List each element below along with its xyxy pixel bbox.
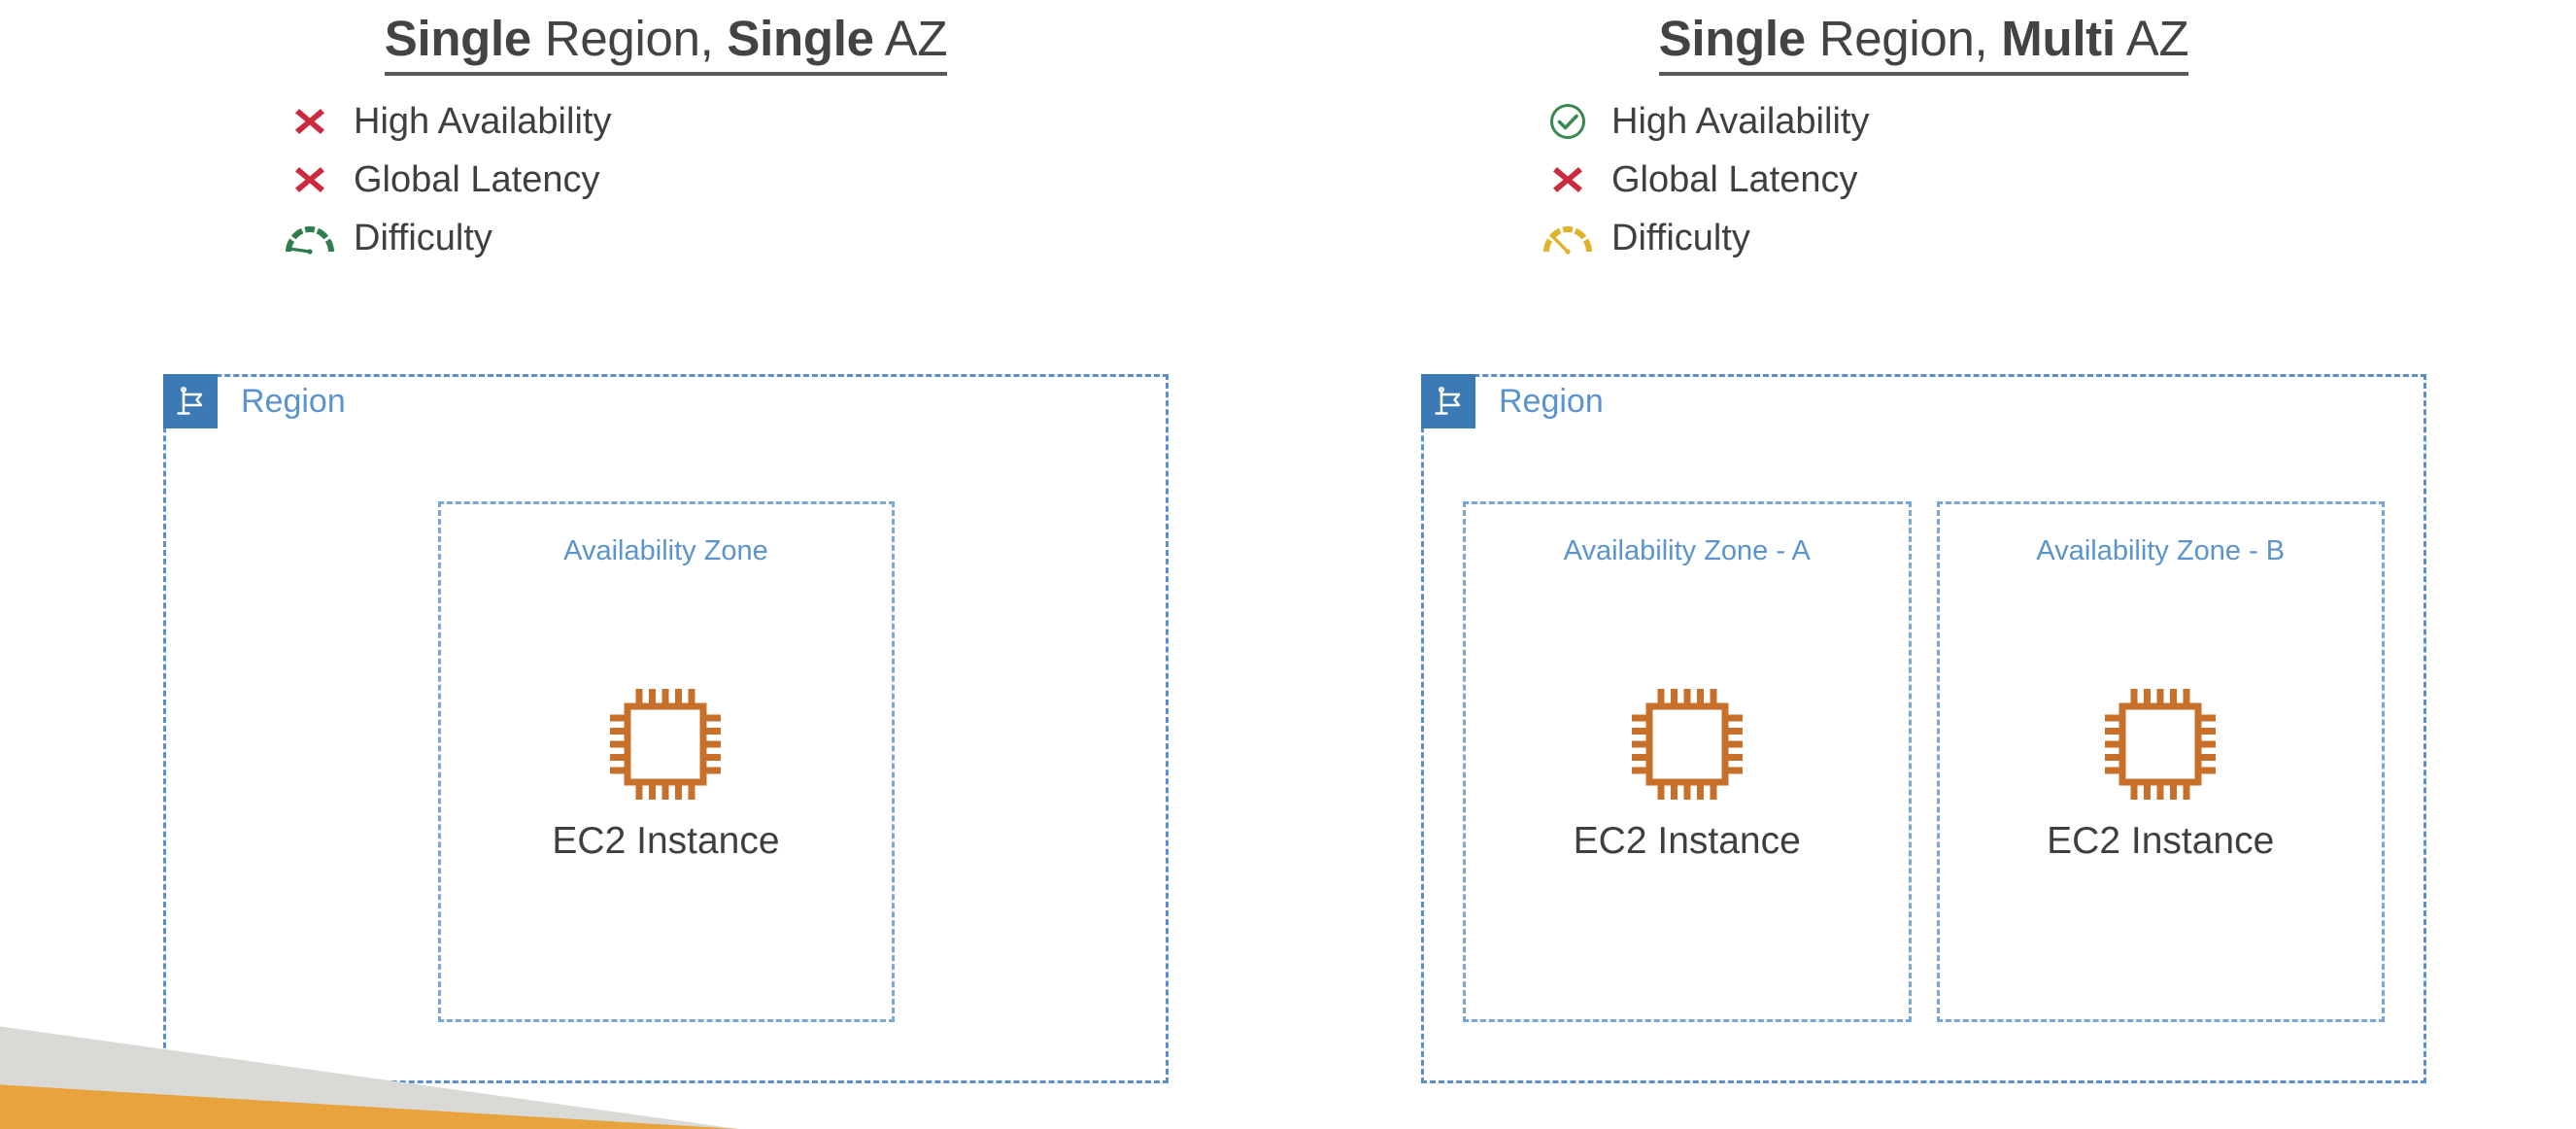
region-header-right: Region bbox=[1421, 374, 1604, 428]
feature-row-global-latency: Global Latency bbox=[280, 158, 1169, 201]
ec2-instance-label: EC2 Instance bbox=[552, 819, 780, 862]
gauge-green-icon bbox=[280, 217, 340, 259]
title-part-1: Single bbox=[384, 11, 532, 66]
availability-zone-label: Availability Zone - B bbox=[2036, 535, 2286, 566]
gauge-yellow-icon bbox=[1538, 217, 1598, 259]
feature-label: Difficulty bbox=[354, 218, 492, 258]
flag-icon bbox=[163, 374, 218, 428]
availability-zone-box: Availability Zone bbox=[437, 501, 895, 1022]
cross-icon bbox=[280, 158, 340, 201]
availability-zone-box: Availability Zone - A bbox=[1463, 501, 1912, 1022]
feature-row-difficulty: Difficulty bbox=[1538, 217, 2426, 259]
availability-zone-label: Availability Zone - A bbox=[1563, 535, 1811, 566]
feature-label: High Availability bbox=[354, 101, 612, 142]
region-label: Region bbox=[1499, 383, 1604, 420]
availability-zone-body: EC2 Instance bbox=[1574, 565, 1801, 1019]
title-part-3: Single bbox=[727, 11, 874, 66]
availability-zone-list-left: Availability Zone bbox=[166, 501, 1166, 1022]
panel-single-region-single-az: Single Region, Single AZ High Availabili… bbox=[163, 0, 1169, 259]
feature-row-global-latency: Global Latency bbox=[1538, 158, 2426, 201]
ec2-chip-icon bbox=[1623, 675, 1751, 818]
title-part-2: Region, bbox=[1805, 11, 2002, 66]
feature-list-right: High Availability Global Latency bbox=[1421, 100, 2426, 259]
feature-label: Difficulty bbox=[1611, 218, 1750, 258]
availability-zone-label: Availability Zone bbox=[563, 535, 768, 566]
title-part-1: Single bbox=[1658, 11, 1807, 66]
ec2-instance-label: EC2 Instance bbox=[1573, 819, 1801, 862]
region-label: Region bbox=[241, 383, 346, 420]
region-container-right: Region Availability Zone - A bbox=[1421, 374, 2426, 1083]
feature-list-left: High Availability Global Latency bbox=[163, 100, 1169, 259]
cross-icon bbox=[280, 100, 340, 143]
region-container-left: Region Availability Zone bbox=[163, 374, 1169, 1083]
title-part-2: Region, bbox=[530, 11, 728, 66]
availability-zone-body: EC2 Instance bbox=[2047, 565, 2274, 1019]
check-circle-icon bbox=[1538, 100, 1598, 143]
availability-zone-box: Availability Zone - B bbox=[1936, 501, 2385, 1022]
ec2-chip-icon bbox=[601, 675, 729, 818]
title-part-3: Multi bbox=[2001, 11, 2116, 66]
panel-single-region-multi-az: Single Region, Multi AZ High Availabilit… bbox=[1421, 0, 2426, 259]
feature-label: Global Latency bbox=[1611, 159, 1858, 200]
ec2-instance-label: EC2 Instance bbox=[2047, 819, 2275, 862]
page-title-left: Single Region, Single AZ bbox=[163, 0, 1169, 76]
page-title-right: Single Region, Multi AZ bbox=[1421, 0, 2426, 76]
title-part-4: AZ bbox=[2115, 11, 2189, 66]
feature-row-high-availability: High Availability bbox=[1538, 100, 2426, 143]
title-part-4: AZ bbox=[873, 11, 948, 66]
feature-label: High Availability bbox=[1611, 101, 1870, 142]
flag-icon bbox=[1421, 374, 1475, 428]
region-header-left: Region bbox=[163, 374, 346, 428]
feature-row-difficulty: Difficulty bbox=[280, 217, 1169, 259]
feature-label: Global Latency bbox=[354, 159, 600, 200]
feature-row-high-availability: High Availability bbox=[280, 100, 1169, 143]
ec2-chip-icon bbox=[2096, 675, 2224, 818]
availability-zone-body: EC2 Instance bbox=[552, 565, 780, 1019]
availability-zone-list-right: Availability Zone - A bbox=[1424, 501, 2423, 1022]
cross-icon bbox=[1538, 158, 1598, 201]
